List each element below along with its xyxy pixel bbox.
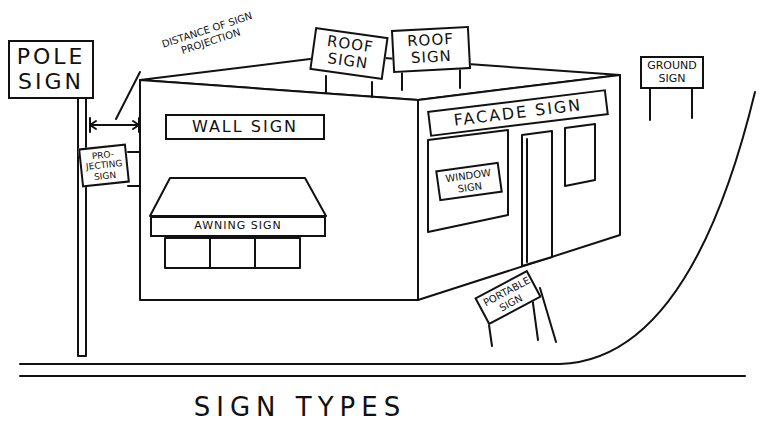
dimension-line: [90, 124, 139, 126]
sign-leg: [459, 68, 461, 88]
sign-leg: [325, 76, 327, 93]
wall-sign: WALL SIGN: [165, 114, 325, 140]
sign-text: GROUND SIGN: [646, 60, 698, 85]
sign-leg: [691, 88, 693, 118]
sign-text: PORTABLE SIGN: [481, 276, 534, 319]
leader-line: [116, 72, 140, 119]
sign-text: ROOF SIGN: [397, 30, 465, 68]
sign-text: AWNING SIGN: [156, 220, 320, 233]
a-frame-leg: [540, 288, 556, 342]
awning: [150, 178, 326, 216]
diagram-title: SIGN TYPES: [120, 392, 480, 423]
door-frame: [526, 139, 528, 262]
window-frame: [428, 130, 508, 232]
sign-leg: [401, 70, 403, 90]
building-facade: [418, 75, 620, 300]
sign-leg: [649, 88, 651, 120]
sign-leg: [371, 82, 373, 97]
dimension-label: DISTANCE OF SIGN PROJECTION: [149, 6, 269, 65]
door: [522, 131, 552, 266]
sign-text: PRO- JECTING SIGN: [84, 148, 123, 183]
dimension-arrow: [90, 121, 96, 129]
sign-text: POLE SIGN: [14, 44, 88, 95]
roof-sign: ROOF SIGN: [391, 26, 471, 73]
sign-text: WINDOW SIGN: [442, 166, 497, 196]
projecting-sign: PRO- JECTING SIGN: [78, 144, 130, 188]
building-wall: [140, 80, 418, 300]
sign-text: WALL SIGN: [171, 118, 319, 136]
sign-bracket: [128, 151, 140, 153]
a-frame-leg: [532, 296, 538, 340]
window-mullion: [209, 238, 211, 268]
window-mullion: [254, 238, 256, 268]
small-window: [565, 124, 595, 186]
sign-bracket: [128, 185, 140, 187]
shop-window: [165, 238, 300, 268]
awning-sign: AWNING SIGN: [150, 216, 326, 237]
ground-sign: GROUND SIGN: [640, 56, 704, 89]
street-edge: [20, 375, 745, 377]
sign-text: ROOF SIGN: [316, 32, 382, 75]
sign-pole: [78, 98, 86, 356]
pole-sign: POLE SIGN: [8, 40, 94, 99]
dimension-arrow: [133, 121, 139, 129]
